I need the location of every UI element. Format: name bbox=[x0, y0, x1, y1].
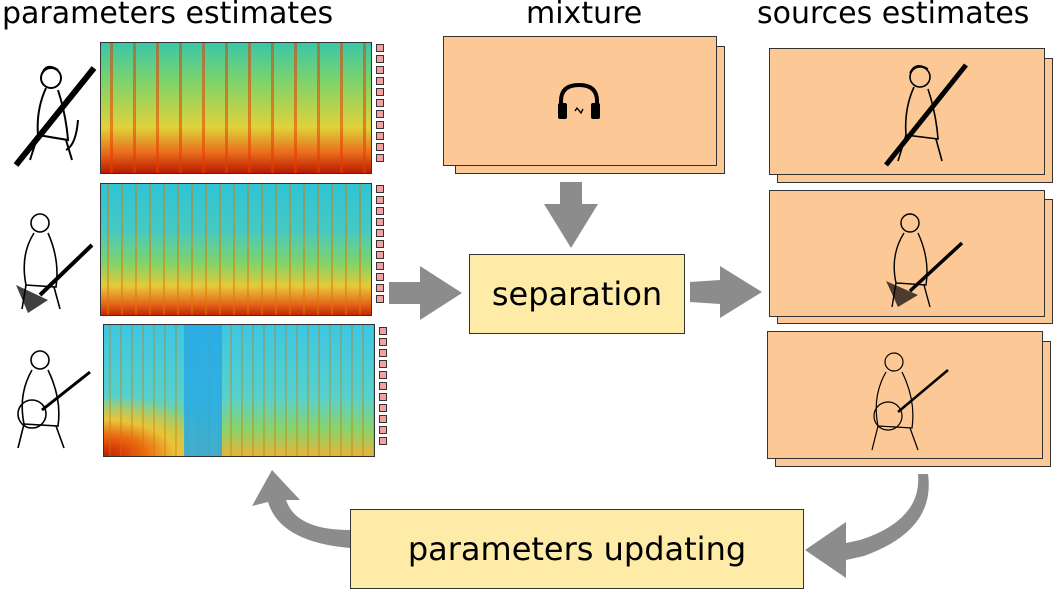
arrow-params-to-separation bbox=[389, 266, 462, 320]
arrow-separation-to-sources bbox=[690, 266, 762, 318]
activation-ticks-2 bbox=[376, 185, 384, 306]
parameters-updating-box: parameters updating bbox=[350, 509, 804, 589]
source-sheet-3 bbox=[767, 331, 1043, 459]
arrow-updating-to-params bbox=[252, 470, 350, 548]
arrow-mixture-to-separation bbox=[544, 182, 598, 248]
spectrogram-bassoon bbox=[100, 42, 372, 174]
sources-estimates-heading: sources estimates bbox=[757, 0, 1030, 31]
arrow-sources-to-updating bbox=[805, 474, 929, 578]
source-sheet-2 bbox=[769, 190, 1045, 317]
source-sheet-1 bbox=[769, 48, 1045, 175]
banjo-player-icon bbox=[17, 350, 91, 449]
activation-ticks-1 bbox=[376, 44, 384, 165]
spectrogram-balalaika bbox=[100, 183, 372, 316]
bassoonist-icon bbox=[13, 65, 97, 167]
mixture-heading: mixture bbox=[526, 0, 643, 31]
balalaika-player-icon bbox=[886, 213, 964, 308]
headphones-icon bbox=[558, 82, 600, 119]
parameters-estimates-heading: parameters estimates bbox=[2, 0, 334, 31]
separation-label: separation bbox=[491, 275, 663, 313]
bassoonist-icon bbox=[884, 63, 968, 167]
separation-box: separation bbox=[469, 254, 685, 334]
banjo-player-icon bbox=[871, 352, 949, 451]
spectrogram-banjo bbox=[103, 324, 375, 457]
mixture-sheet bbox=[443, 36, 717, 166]
parameters-updating-label: parameters updating bbox=[407, 530, 747, 568]
activation-ticks-3 bbox=[379, 327, 387, 448]
balalaika-player-icon bbox=[16, 213, 94, 313]
